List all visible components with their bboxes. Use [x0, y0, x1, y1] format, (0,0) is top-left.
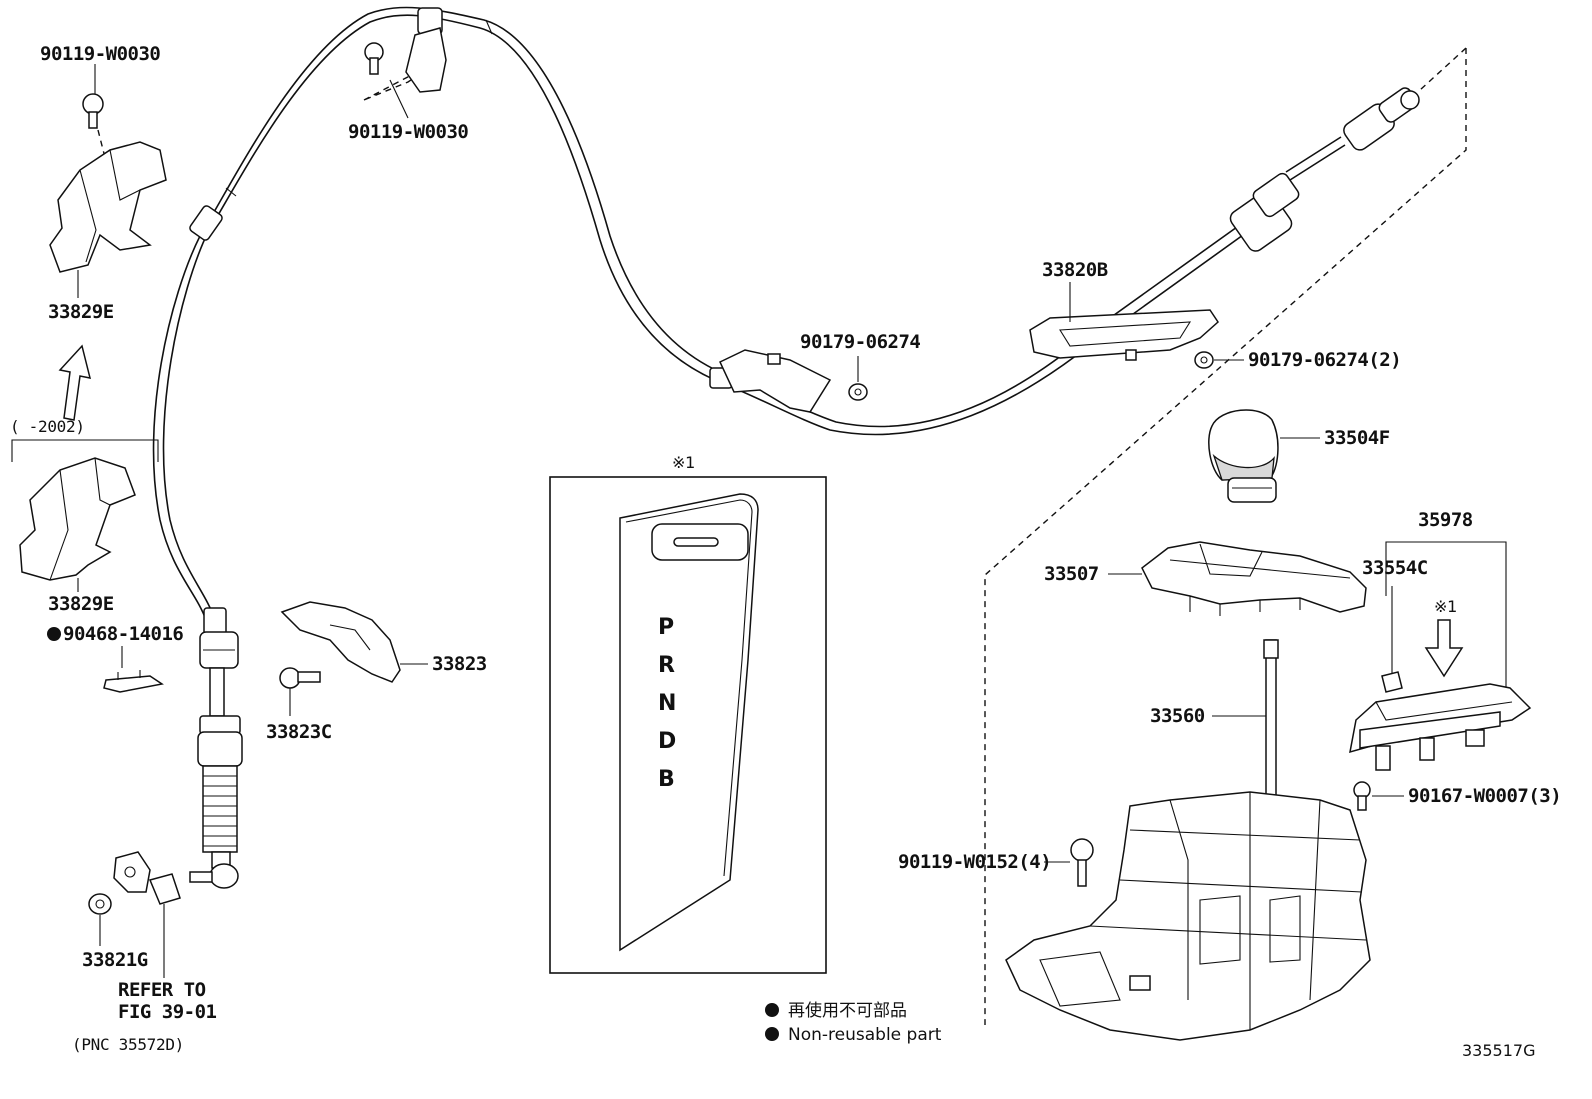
label-clip-nonreusable: 90468-14016 — [63, 623, 183, 645]
cable-plate-33820b-part — [1029, 309, 1219, 361]
nut-33821g-part — [88, 893, 112, 915]
inset-mark: ※1 — [672, 453, 695, 472]
label-refer-line1: REFER TO — [118, 979, 206, 1001]
label-cable-33820b: 33820B — [1042, 259, 1108, 281]
cable-end-upper — [1081, 87, 1420, 346]
legend-japanese: 再使用不可部品 — [788, 1000, 907, 1021]
figure-number: 335517G — [1462, 1041, 1535, 1060]
label-clip-33554c: 33554C — [1362, 557, 1428, 579]
lever-33560-part — [1263, 639, 1279, 811]
nut-mid-part — [848, 383, 868, 401]
up-arrow-icon — [58, 344, 92, 421]
arrow-mark: ※1 — [1434, 597, 1457, 616]
non-reusable-dot-icon — [47, 627, 61, 641]
shift-position-b: B — [658, 767, 675, 792]
shift-position-r: R — [658, 653, 675, 678]
cable-bracket-mid-part — [719, 349, 832, 413]
nut-right-part — [1194, 351, 1214, 369]
label-bracket-upper: 33829E — [48, 301, 114, 323]
label-lever-33560: 33560 — [1150, 705, 1205, 727]
label-bolt-top-left: 90119-W0030 — [40, 43, 160, 65]
label-plate-33823: 33823 — [432, 653, 487, 675]
label-assy-35978: 35978 — [1418, 509, 1473, 531]
shift-position-d: D — [658, 729, 676, 754]
shift-indicator-plate — [619, 493, 759, 952]
shifter-base-part — [1005, 791, 1371, 1041]
label-screw-right: 90167-W0007(3) — [1408, 785, 1561, 807]
label-nut-right: 90179-06274(2) — [1248, 349, 1401, 371]
clip-part — [103, 670, 164, 693]
shift-position-n: N — [658, 691, 676, 716]
bolt-top-mid-part — [363, 42, 441, 101]
down-arrow-icon — [1424, 619, 1464, 678]
bracket-lower-part — [19, 457, 136, 581]
cable-end-lower — [189, 607, 243, 889]
bolt-33823c-part — [279, 667, 321, 689]
label-refer-line2: FIG 39-01 — [118, 1001, 217, 1023]
screw-right-part — [1353, 781, 1371, 811]
label-date-range: ( -2002) — [10, 417, 85, 436]
inset-frame — [549, 476, 827, 974]
label-cover-33507: 33507 — [1044, 563, 1099, 585]
knob-33504f-part — [1208, 409, 1279, 503]
assembly-dashed-outline — [984, 48, 1467, 1025]
label-bolt-bottom: 90119-W0152(4) — [898, 851, 1051, 873]
plate-33823-part — [280, 601, 401, 683]
bracket-upper-part — [49, 141, 167, 273]
legend-dot-icon-2 — [765, 1027, 779, 1041]
refer-part — [113, 851, 181, 905]
shift-cable — [152, 6, 1091, 621]
label-knob-33504f: 33504F — [1324, 427, 1390, 449]
indicator-panel-part — [1349, 683, 1532, 771]
label-nut-33821g: 33821G — [82, 949, 148, 971]
legend-english: Non-reusable part — [788, 1025, 942, 1045]
label-nut-mid: 90179-06274 — [800, 331, 920, 353]
label-pnc: (PNC 35572D) — [72, 1035, 184, 1054]
shift-position-p: P — [658, 615, 674, 640]
bracket-top-mid-part — [405, 27, 447, 93]
label-bolt-33823c: 33823C — [266, 721, 332, 743]
label-bracket-lower: 33829E — [48, 593, 114, 615]
cover-33507-part — [1141, 541, 1367, 616]
label-bolt-top-mid: 90119-W0030 — [348, 121, 468, 143]
clip-33554c-part — [1381, 671, 1403, 693]
legend-dot-icon — [765, 1003, 779, 1017]
bolt-bottom-part — [1070, 838, 1094, 887]
